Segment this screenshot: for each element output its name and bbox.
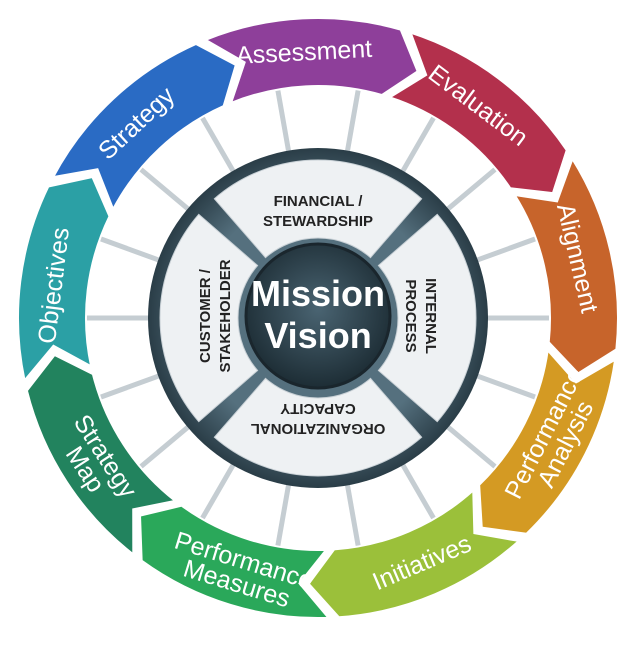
- cycle-segment: [17, 175, 111, 383]
- quadrant-top: [213, 159, 423, 259]
- wheel-spoke: [442, 422, 498, 470]
- cycle-segment: [51, 42, 237, 212]
- wheel-spoke: [99, 236, 164, 264]
- wheel-spoke: [472, 372, 537, 400]
- cycle-segment: [138, 504, 331, 619]
- wheel-spoke: [398, 459, 437, 521]
- cycle-segment: [203, 17, 419, 105]
- quadrant-label-organizational: ORGANIZATIONAL: [251, 420, 386, 437]
- quadrant-label-capacity: CAPACITY: [280, 400, 356, 417]
- wheel-spoke: [442, 166, 498, 214]
- cycle-segment: [387, 31, 568, 195]
- cycle-segment: [25, 353, 178, 557]
- wheel-spoke: [199, 115, 238, 177]
- quadrant-right: [377, 213, 477, 423]
- wheel-spoke: [99, 372, 164, 400]
- quadrant-bottom: [213, 377, 423, 477]
- cycle-segment: [307, 488, 521, 619]
- quadrant-label-stakeholder: STAKEHOLDER: [217, 259, 234, 372]
- wheel-spoke: [275, 480, 292, 547]
- quadrant-label-customer: CUSTOMER /: [197, 268, 214, 363]
- quadrant-left: [159, 213, 259, 423]
- wheel-spoke: [138, 166, 194, 214]
- mission-vision-hub: [244, 242, 392, 390]
- wheel-spoke: [344, 89, 361, 156]
- wheel-spoke: [138, 422, 194, 470]
- wheel-spokes: [86, 89, 550, 547]
- perspective-quadrants: [159, 159, 477, 477]
- quadrant-label-stewardship: STEWARDSHIP: [263, 213, 373, 230]
- hub-title-vision: Vision: [264, 315, 371, 356]
- quadrant-label-internal: INTERNAL: [422, 278, 439, 354]
- hub-title-mission: Mission: [251, 273, 385, 314]
- wheel-spoke: [275, 89, 292, 156]
- wheel-spoke: [199, 459, 238, 521]
- quadrant-label-financial: FINANCIAL /: [274, 193, 364, 210]
- wheel-spoke: [472, 236, 537, 264]
- cycle-segment: [478, 348, 617, 535]
- wheel-spoke: [344, 480, 361, 547]
- wheel-spoke: [398, 115, 437, 177]
- quadrant-label-process: PROCESS: [402, 279, 419, 352]
- cycle-segment: [512, 156, 619, 375]
